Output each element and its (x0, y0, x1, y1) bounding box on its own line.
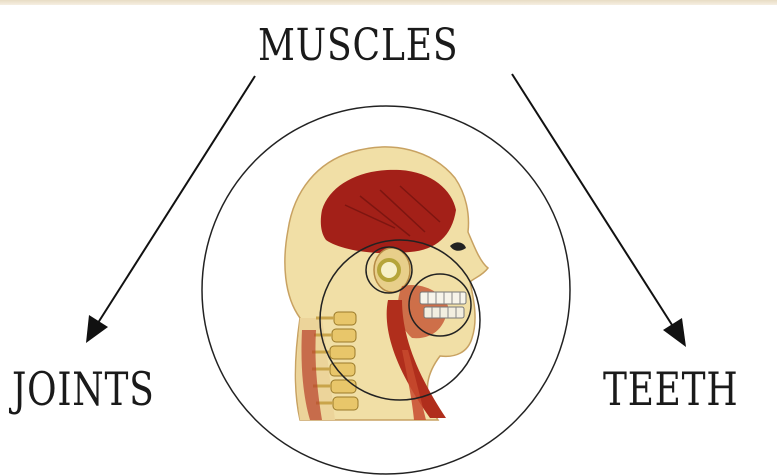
muscles-label: MUSCLES (258, 20, 458, 71)
arrow-muscles-to-joints (96, 76, 255, 326)
upper-teeth (420, 292, 466, 304)
arrow-muscles-to-teeth (512, 74, 674, 328)
arrowhead-joints (86, 315, 108, 343)
head-anatomy-illustration (285, 147, 488, 420)
joint-ring-inner (379, 260, 399, 280)
teeth-label: TEETH (603, 362, 738, 416)
arrowhead-teeth (663, 318, 686, 347)
lower-teeth (424, 307, 464, 318)
joints-label: JOINTS (12, 362, 155, 416)
